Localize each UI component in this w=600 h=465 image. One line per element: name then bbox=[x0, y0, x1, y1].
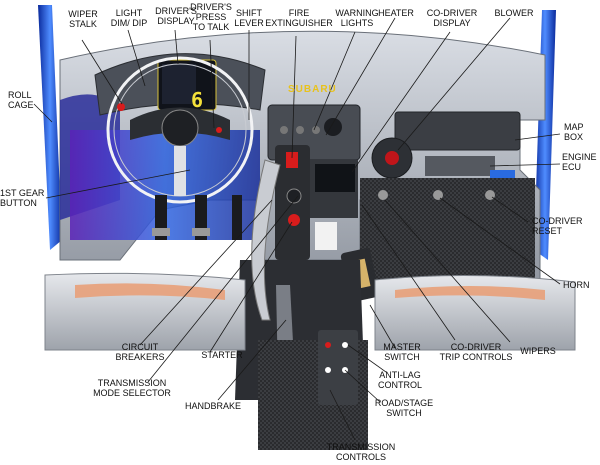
leader-roll-cage bbox=[33, 103, 53, 123]
label-horn: HORN bbox=[563, 280, 590, 290]
label-wiper-stalk: WIPER STALK bbox=[68, 9, 98, 29]
leader-co-driver-display bbox=[351, 31, 451, 173]
label-handbrake: HANDBRAKE bbox=[184, 401, 241, 411]
label-transmission-controls: TRANSMISSION CONTROLS bbox=[326, 442, 396, 462]
leader-lines bbox=[33, 17, 561, 441]
leader-wiper-stalk bbox=[81, 39, 123, 105]
label-co-driver-display: CO-DRIVER DISPLAY bbox=[426, 8, 478, 28]
label-wipers: WIPERS bbox=[520, 346, 556, 356]
leader-road-stage bbox=[344, 369, 381, 403]
leader-starter bbox=[209, 221, 293, 353]
pedals bbox=[152, 195, 242, 240]
leader-fire-extinguisher bbox=[291, 35, 297, 159]
leader-engine-ecu bbox=[489, 163, 561, 167]
steering-wheel bbox=[106, 56, 254, 204]
leader-blower bbox=[397, 17, 511, 151]
label-master-switch: MASTER SWITCH bbox=[383, 342, 421, 362]
label-drivers-press-to-talk: DRIVER'S PRESS TO TALK bbox=[190, 2, 232, 32]
leader-warning-lights bbox=[313, 31, 356, 131]
leader-handbrake bbox=[217, 319, 287, 401]
label-engine-ecu: ENGINE ECU bbox=[562, 152, 597, 172]
label-starter: STARTER bbox=[201, 350, 243, 360]
subaru-logo: SUBARU bbox=[288, 84, 337, 95]
leader-1st-gear bbox=[45, 169, 191, 199]
center-console bbox=[267, 104, 361, 260]
leader-map-box bbox=[514, 133, 561, 141]
roll-cage-left-tube bbox=[38, 5, 62, 250]
leader-co-driver-reset bbox=[491, 196, 529, 223]
label-fire-extinguisher: FIRE EXTINGUISHER bbox=[265, 8, 333, 28]
leader-wipers bbox=[384, 199, 511, 343]
label-drivers-display: DRIVER'S DISPLAY bbox=[155, 6, 197, 26]
label-1st-gear-button: 1ST GEAR BUTTON bbox=[0, 188, 45, 208]
leader-horn bbox=[439, 197, 561, 285]
leader-master-switch bbox=[369, 304, 396, 349]
label-heater: HEATER bbox=[378, 8, 414, 18]
leader-transmission-controls bbox=[329, 389, 356, 441]
label-road-stage-switch: ROAD/STAGE SWITCH bbox=[374, 398, 434, 418]
label-shift-lever: SHIFT LEVER bbox=[234, 8, 264, 28]
label-map-box: MAP BOX bbox=[564, 122, 584, 142]
label-roll-cage: ROLL CAGE bbox=[8, 90, 34, 110]
gear-digit-readout: 6 bbox=[191, 88, 204, 112]
co-driver-dash bbox=[360, 111, 535, 293]
leader-press-to-talk bbox=[209, 39, 215, 129]
instrument-binnacle bbox=[94, 53, 266, 116]
leader-light-dim-dip bbox=[127, 29, 146, 87]
label-co-driver-trip-controls: CO-DRIVER TRIP CONTROLS bbox=[439, 342, 513, 362]
leader-circuit-breakers bbox=[139, 199, 273, 346]
leader-co-driver-trip bbox=[361, 204, 456, 341]
leader-heater bbox=[325, 17, 396, 136]
leader-drivers-display bbox=[174, 29, 179, 65]
leader-anti-lag bbox=[347, 344, 387, 373]
label-anti-lag-control: ANTI-LAG CONTROL bbox=[377, 370, 422, 390]
label-circuit-breakers: CIRCUIT BREAKERS bbox=[115, 342, 165, 362]
leader-transmission-mode bbox=[147, 195, 299, 383]
co-driver-seat bbox=[374, 274, 576, 351]
label-warning-lights: WARNING LIGHTS bbox=[335, 8, 379, 28]
label-transmission-mode-selector: TRANSMISSION MODE SELECTOR bbox=[93, 378, 171, 398]
driver-seat bbox=[44, 272, 246, 351]
transmission-tunnel bbox=[235, 159, 368, 450]
label-co-driver-reset: CO-DRIVER RESET bbox=[532, 216, 583, 236]
label-light-dim-dip: LIGHT DIM/ DIP bbox=[110, 8, 148, 28]
label-blower: BLOWER bbox=[494, 8, 534, 18]
